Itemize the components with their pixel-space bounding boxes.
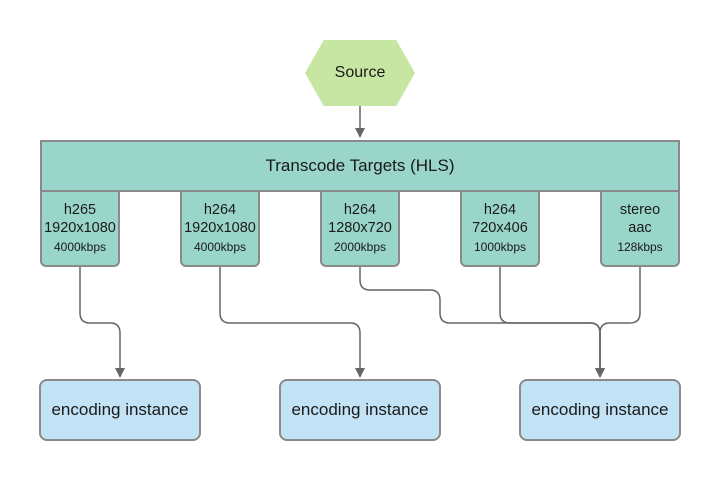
connector-target-2-to-instance-2: [219, 267, 365, 378]
target-resolution: aac: [628, 220, 652, 236]
target-node-5[interactable]: stereo aac 128kbps: [600, 192, 680, 267]
transcode-targets-group[interactable]: Transcode Targets (HLS): [40, 140, 680, 192]
target-codec: h264: [203, 202, 237, 218]
encoding-instance-1[interactable]: encoding instance: [39, 379, 201, 441]
target-codec: h265: [63, 202, 97, 218]
encoding-instance-label: encoding instance: [531, 400, 669, 419]
target-bitrate: 2000kbps: [333, 240, 387, 254]
target-resolution: 1920x1080: [44, 220, 116, 236]
encoding-instance-2[interactable]: encoding instance: [279, 379, 441, 441]
target-resolution: 1920x1080: [184, 220, 256, 236]
target-resolution: 1280x720: [328, 220, 392, 236]
target-resolution: 720x406: [472, 220, 528, 236]
connector-target-4-to-instance-3: [499, 267, 605, 378]
encoding-instance-3[interactable]: encoding instance: [519, 379, 681, 441]
target-node-1[interactable]: h265 1920x1080 4000kbps: [40, 192, 120, 267]
target-node-4[interactable]: h264 720x406 1000kbps: [460, 192, 540, 267]
target-node-3[interactable]: h264 1280x720 2000kbps: [320, 192, 400, 267]
target-node-2[interactable]: h264 1920x1080 4000kbps: [180, 192, 260, 267]
encoding-instance-label: encoding instance: [291, 400, 429, 419]
target-bitrate: 1000kbps: [473, 240, 527, 254]
connector-target-3-to-instance-3: [359, 267, 605, 378]
target-codec: h264: [483, 202, 517, 218]
source-label: Source: [334, 64, 386, 81]
transcode-targets-title: Transcode Targets (HLS): [265, 156, 455, 175]
connector-target-5-to-instance-3: [595, 267, 641, 378]
target-bitrate: 128kbps: [617, 240, 663, 254]
target-codec: h264: [343, 202, 377, 218]
target-bitrate: 4000kbps: [53, 240, 107, 254]
target-bitrate: 4000kbps: [193, 240, 247, 254]
target-codec: stereo: [619, 202, 661, 218]
encoding-instance-label: encoding instance: [51, 400, 189, 419]
connector-target-1-to-instance-1: [79, 267, 125, 378]
source-node[interactable]: Source: [305, 40, 415, 106]
